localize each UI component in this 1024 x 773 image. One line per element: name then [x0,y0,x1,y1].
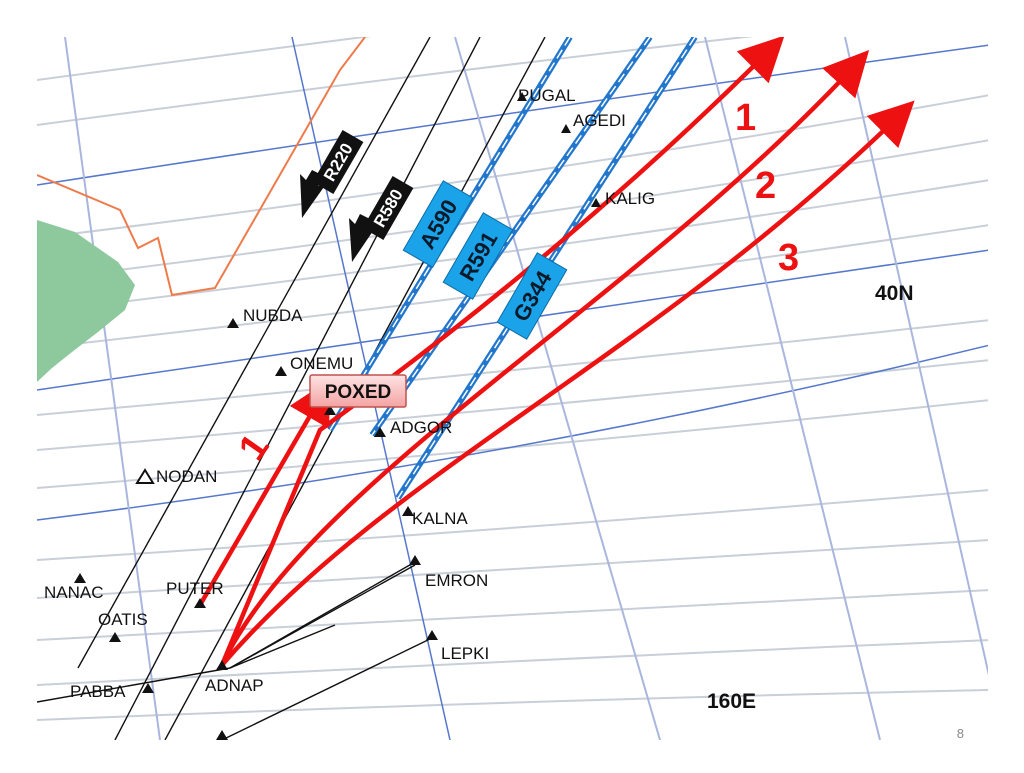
track-number-1: 1 [735,97,756,139]
latitude-label-40n: 40N [875,282,914,305]
tracks [197,37,915,668]
waypoint-nubda: NUBDA [243,306,303,325]
waypoint-labels: PUGAL AGEDI KALIG NUBDA ONEMU ADGOR NODA… [44,86,655,701]
waypoint-nanac: NANAC [44,583,104,602]
svg-text:POXED: POXED [325,382,392,403]
route-tag-r580: R580 [362,176,414,240]
waypoint-markers [74,92,601,740]
meridian-grid [64,37,988,740]
track-3 [219,100,915,668]
waypoint-adgor: ADGOR [390,418,452,437]
waypoint-pabba: PABBA [70,682,126,701]
waypoint-kalig: KALIG [605,189,655,208]
waypoint-kalna: KALNA [412,509,468,528]
airway-tag-g344: G344 [496,252,568,340]
waypoint-poxed-highlight[interactable]: POXED [309,374,407,408]
waypoint-oatis: OATIS [98,610,148,629]
track-number-3: 3 [778,237,799,279]
waypoint-nodan: NODAN [156,467,217,486]
waypoint-lepki: LEPKI [441,644,489,663]
waypoint-adnap: ADNAP [205,676,264,695]
waypoint-onemu: ONEMU [290,354,353,373]
longitude-label-160e: 160E [707,690,756,713]
track-1-lead [197,378,332,608]
page-number: 8 [956,726,964,741]
latitude-grid-minor [37,37,988,721]
fir-boundary [37,37,366,297]
track-number-2: 2 [755,165,776,207]
waypoint-emron: EMRON [425,571,488,590]
waypoint-puter: PUTER [166,579,224,598]
track-number-1-lead: 1 [231,427,278,468]
track-2 [219,50,870,668]
waypoint-pugal: PUGAL [518,86,576,105]
waypoint-agedi: AGEDI [573,111,626,130]
landmass [37,220,135,382]
